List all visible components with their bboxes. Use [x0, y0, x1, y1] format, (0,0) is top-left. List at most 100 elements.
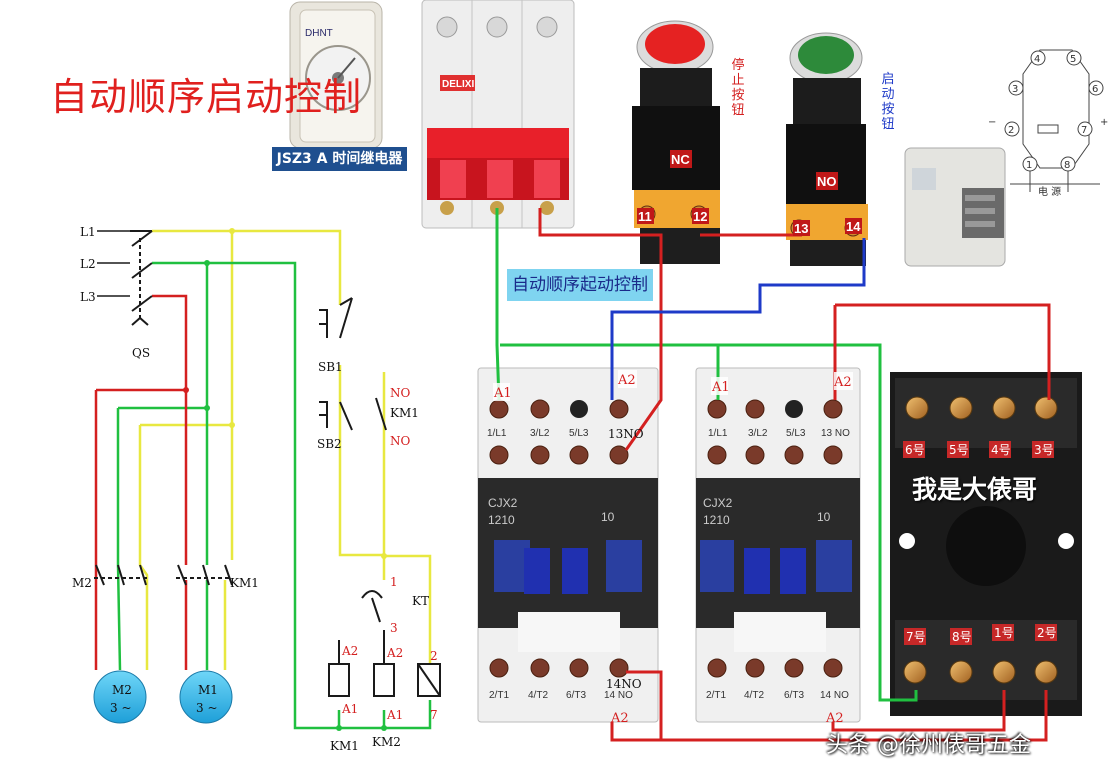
terminal-label: 5/L3 — [786, 428, 806, 439]
coil-a2-label: A2 — [386, 646, 403, 660]
motor-m2-label: M2 — [112, 683, 132, 697]
button-terminal-badges: NC NO 11 12 13 14 — [637, 150, 862, 236]
no-label: NO — [390, 386, 411, 400]
circuit-breaker-photo: DELIXI — [421, 0, 575, 229]
motor-m1: M1 3 ~ — [179, 670, 233, 724]
pin-diagram-labels: 4 5 3 6 2 7 1 8 − + 电 源 — [988, 50, 1108, 198]
coil-a1-label: A1 — [386, 708, 403, 722]
breaker-brand: DELIXI — [442, 79, 474, 90]
relay-face-text: DHNT — [305, 28, 333, 39]
sb1-label: SB1 — [318, 360, 343, 374]
junction-dots — [229, 228, 387, 559]
km1-coil-label: KM1 — [330, 739, 359, 753]
socket-pin-label: 1号 — [994, 626, 1014, 640]
a2-bottom-label: A2 — [610, 711, 629, 726]
pin-label: 6 — [1092, 84, 1098, 95]
socket-pin-label: 6号 — [905, 443, 925, 457]
kt-terminal-7: 7 — [430, 708, 438, 722]
watermark-author: 我是大俵哥 — [912, 475, 1038, 504]
terminal-label: 4/T2 — [744, 690, 764, 701]
kt-terminal-1: 1 — [390, 575, 398, 589]
motor-phase-label: 3 ~ — [196, 701, 218, 715]
nc-label: NC — [671, 152, 690, 167]
contactor-pin-labels: A1 A2 A1 A2 13NO 14NO A2 A2 — [493, 370, 853, 726]
relay-body-photo — [904, 147, 1006, 267]
relay-socket-base — [890, 372, 1082, 716]
km2-coil-label: KM2 — [372, 735, 401, 749]
page-title: 自动顺序启动控制 — [50, 75, 363, 119]
kt-terminal-3: 3 — [390, 621, 398, 635]
socket-pin-labels: 6号 5号 4号 3号 7号 8号 1号 2号 — [903, 441, 1057, 645]
coil-a1-label: A1 — [341, 702, 358, 716]
no-label: NO — [817, 174, 837, 189]
terminal-14-label: 14 — [846, 219, 861, 234]
contactor-ten: 10 — [601, 510, 615, 524]
pin-plus: + — [1100, 117, 1108, 128]
terminal-label: 2/T1 — [489, 690, 509, 701]
socket-pin-label: 3号 — [1034, 443, 1054, 457]
terminal-label: 2/T1 — [706, 690, 726, 701]
contactor-km1: CJX2 1210 10 1/L1 3/L2 5/L3 2/T1 4/T2 6/… — [477, 367, 659, 723]
terminal-13-label: 13 — [794, 221, 808, 236]
socket-pin-label: 2号 — [1037, 626, 1057, 640]
terminal-label: 3/L2 — [748, 428, 768, 439]
socket-pin-label: 4号 — [991, 443, 1011, 457]
pin-label: 7 — [1081, 125, 1087, 136]
no13-label: 13NO — [608, 427, 644, 441]
junction-dots-red — [183, 387, 189, 393]
sb2-label: SB2 — [317, 437, 342, 451]
schematic-labels: L1 L2 L3 QS SB1 SB2 NO KM1 NO 1 KT 3 2 7… — [72, 225, 438, 753]
pin-minus: − — [988, 117, 996, 128]
l1-label: L1 — [80, 225, 96, 239]
watermark-source: 头条 @徐州俵哥五金 — [826, 733, 1031, 758]
a2-bottom-label: A2 — [825, 711, 844, 726]
pin-label: 5 — [1070, 54, 1076, 65]
stop-button-photo — [632, 20, 720, 264]
contactor-rating: 1210 — [703, 513, 730, 527]
a2-label: A2 — [833, 375, 852, 390]
motor-m1-label: M1 — [198, 683, 218, 697]
socket-pin-label: 5号 — [949, 443, 969, 457]
no-label: NO — [390, 434, 411, 448]
coil-a2-label: A2 — [341, 644, 358, 658]
kt-label: KT — [412, 594, 429, 608]
l3-label: L3 — [80, 290, 96, 304]
terminal-11-label: 11 — [638, 209, 652, 224]
power-circuit — [94, 229, 432, 730]
contactor-model: CJX2 — [703, 496, 733, 510]
terminal-label: 14 NO — [604, 690, 633, 701]
motor-m2: M2 3 ~ — [93, 670, 147, 724]
m2-contact-label: M2 — [72, 576, 92, 590]
sub-caption: 自动顺序起动控制 — [507, 269, 653, 301]
terminal-label: 4/T2 — [528, 690, 548, 701]
main-contacts — [94, 564, 233, 586]
stop-button-label: 停止按钮 — [731, 58, 745, 118]
no14-label: 14NO — [606, 677, 642, 691]
a1-label: A1 — [711, 380, 730, 395]
socket-pin-label: 8号 — [952, 630, 972, 644]
km1-contact-label: KM1 — [230, 576, 259, 590]
pin-label: 4 — [1034, 54, 1040, 65]
terminal-label: 13 NO — [821, 428, 850, 439]
terminal-label: 14 NO — [820, 690, 849, 701]
pin-power-label: 电 源 — [1038, 185, 1061, 198]
wiring-photo-side — [495, 208, 1051, 742]
motor-phase-label: 3 ~ — [110, 701, 132, 715]
terminal-label: 1/L1 — [708, 428, 728, 439]
contactor-ten: 10 — [817, 510, 831, 524]
pin-label: 8 — [1064, 160, 1070, 171]
a1-label: A1 — [493, 386, 512, 401]
terminal-label: 6/T3 — [566, 690, 586, 701]
terminal-label: 3/L2 — [530, 428, 550, 439]
socket-pin-label: 7号 — [906, 630, 926, 644]
km1-contact-label: KM1 — [390, 406, 419, 420]
relay-pin-diagram — [1010, 49, 1100, 192]
qs-label: QS — [132, 346, 150, 360]
kt-terminal-2: 2 — [430, 649, 438, 663]
terminal-label: 5/L3 — [569, 428, 589, 439]
control-symbols — [319, 297, 441, 697]
contactor-rating: 1210 — [488, 513, 515, 527]
terminal-label: 6/T3 — [784, 690, 804, 701]
terminal-label: 1/L1 — [487, 428, 507, 439]
